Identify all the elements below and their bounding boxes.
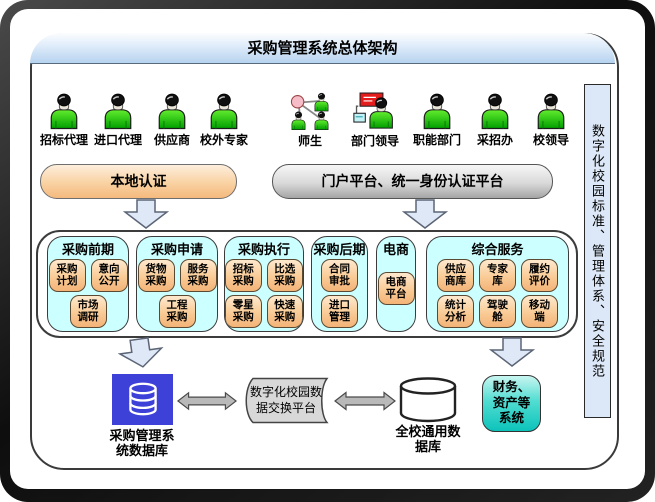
user-role-label: 采招办 xyxy=(476,133,513,147)
user-role-label: 师生 xyxy=(297,134,322,148)
module-group-title: 采购申请 xyxy=(150,242,203,257)
module-box: 统计 分析 xyxy=(437,295,474,328)
module-group-title: 采购前期 xyxy=(61,242,114,257)
module-group-post-procurement: 采购后期 合同 审批 进口 管理 xyxy=(311,236,368,332)
user-role-label: 进口代理 xyxy=(93,133,142,147)
stored-data-shape xyxy=(245,377,329,424)
person-icon xyxy=(210,93,238,130)
module-box: 快速 采购 xyxy=(266,295,303,328)
user-role-label: 供应商 xyxy=(153,133,190,147)
down-arrow-icon xyxy=(123,199,169,229)
data-exchange-platform: 数字化校园数 据交换平台 xyxy=(240,377,332,424)
user-role-label: 部门领导 xyxy=(350,134,399,148)
user-role-external-expert: 校外专家 xyxy=(192,93,256,148)
person-icon xyxy=(537,93,565,130)
system-database-label: 采购管理系 统数据库 xyxy=(109,428,175,459)
system-database-block xyxy=(112,374,173,425)
module-box: 服务 采购 xyxy=(179,259,217,292)
campus-database-label: 全校通用数 据库 xyxy=(395,424,461,455)
module-group-application: 采购申请 货物 采购 服务 采购 工程 采购 xyxy=(136,236,218,332)
page-title: 采购管理系统总体架构 xyxy=(247,40,398,57)
module-box: 招标 采购 xyxy=(225,259,262,292)
module-box: 采购 计划 xyxy=(48,259,86,292)
module-box: 工程 采购 xyxy=(158,295,196,328)
module-group-title: 电商 xyxy=(382,242,409,257)
module-group-ecommerce: 电商 电商 平台 xyxy=(376,236,416,332)
finance-assets-system-box: 财务、 资产等 系统 xyxy=(482,375,541,432)
module-box: 合同 审批 xyxy=(321,259,358,292)
user-role-dept-leader: 部门领导 xyxy=(343,92,407,149)
panel-title-bar xyxy=(30,33,615,64)
module-group-title: 采购后期 xyxy=(313,242,366,257)
module-group-title: 采购执行 xyxy=(237,242,290,257)
module-box: 市场 调研 xyxy=(69,295,107,328)
module-box: 履约 评价 xyxy=(521,259,558,292)
module-box: 比选 采购 xyxy=(266,259,303,292)
campus-database-cylinder-icon xyxy=(399,377,457,423)
double-arrow-icon xyxy=(334,391,396,411)
network-users-icon xyxy=(290,92,329,130)
module-box: 进口 管理 xyxy=(321,295,358,328)
module-box: 货物 采购 xyxy=(137,259,175,292)
user-role-label: 职能部门 xyxy=(412,133,461,147)
module-group-comprehensive-services: 综合服务 供应 商库 专家 库 履约 评价 统计 分析 驾驶 舱 移动 端 xyxy=(426,236,569,332)
module-box: 供应 商库 xyxy=(437,259,474,292)
module-group-execution: 采购执行 招标 采购 比选 采购 零星 采购 快速 采购 xyxy=(224,236,304,332)
module-group-pre-procurement: 采购前期 采购 计划 意向 公开 市场 调研 xyxy=(47,236,129,332)
local-auth-bar: 本地认证 xyxy=(40,164,237,199)
data-exchange-platform-label: 数字化校园数 据交换平台 xyxy=(249,384,322,415)
user-role-teachers-students: 师生 xyxy=(278,92,342,149)
person-icon xyxy=(158,93,186,130)
user-role-label: 招标代理 xyxy=(39,133,88,147)
standards-side-banner: 数字化校园标准、管理体系、安全规范 xyxy=(584,84,611,418)
double-arrow-icon xyxy=(176,391,238,411)
user-role-procurement-office: 采招办 xyxy=(463,93,527,148)
down-arrow-icon xyxy=(117,337,164,368)
portal-auth-bar: 门户平台、统一身份认证平台 xyxy=(272,164,553,199)
database-cylinder-icon xyxy=(128,382,157,415)
user-role-supplier: 供应商 xyxy=(140,93,204,148)
down-arrow-icon xyxy=(402,199,448,229)
user-role-label: 校领导 xyxy=(532,133,569,147)
down-arrow-icon xyxy=(489,337,535,367)
person-icon xyxy=(50,93,78,130)
presentation-user-icon xyxy=(353,92,393,129)
person-icon xyxy=(104,93,132,130)
user-role-import-agent: 进口代理 xyxy=(86,93,150,148)
module-box: 驾驶 舱 xyxy=(479,295,516,328)
module-box: 电商 平台 xyxy=(377,272,415,305)
user-role-school-leader: 校领导 xyxy=(519,93,583,148)
module-box: 意向 公开 xyxy=(90,259,128,292)
module-box: 移动 端 xyxy=(521,295,558,328)
user-role-functional-dept: 职能部门 xyxy=(405,93,469,148)
module-group-title: 综合服务 xyxy=(471,242,524,257)
module-box: 专家 库 xyxy=(479,259,516,292)
standards-side-banner-text: 数字化校园标准、管理体系、安全规范 xyxy=(590,123,605,379)
module-box: 零星 采购 xyxy=(225,295,262,328)
person-icon xyxy=(423,93,451,130)
user-role-bidding-agent: 招标代理 xyxy=(32,93,96,148)
person-icon xyxy=(481,93,509,130)
user-role-label: 校外专家 xyxy=(199,133,248,147)
